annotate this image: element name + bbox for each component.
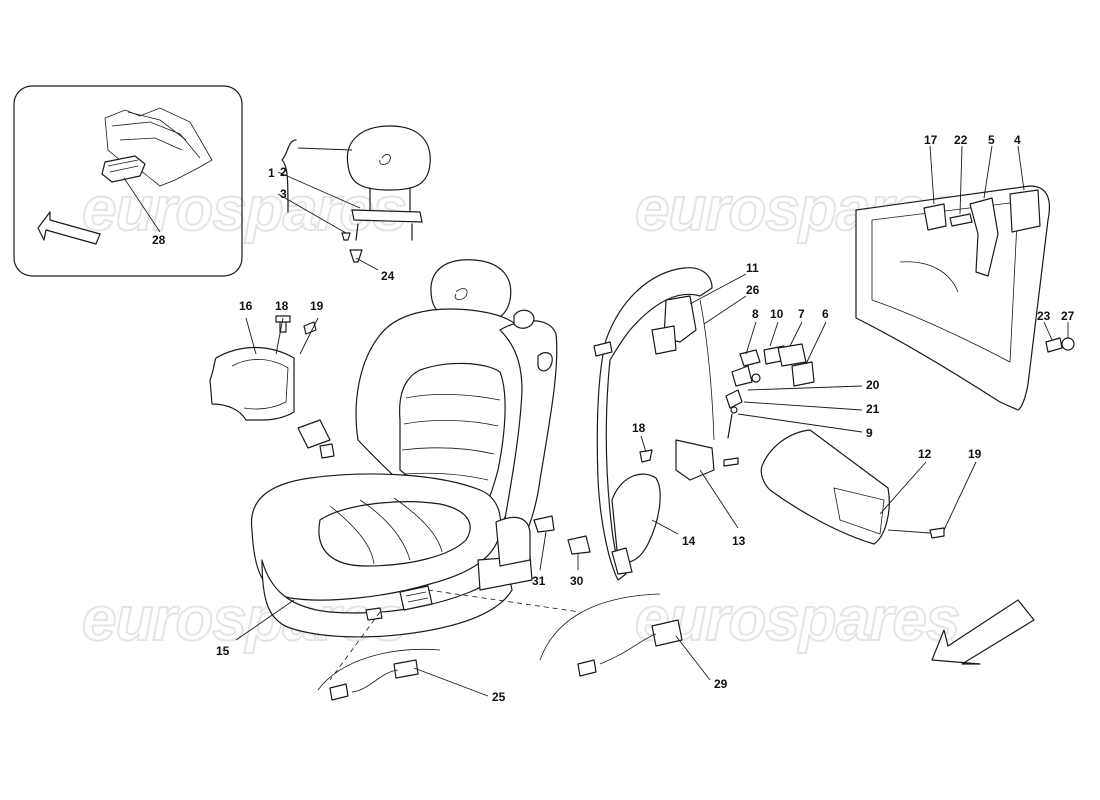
callout-28: 28 bbox=[152, 233, 166, 247]
callout-13: 13 bbox=[732, 534, 746, 548]
inset-panel: 28 bbox=[13, 85, 243, 277]
callout-14: 14 bbox=[682, 534, 696, 548]
callout-1: 1 bbox=[268, 166, 275, 180]
seat-assembly: 15 bbox=[216, 259, 581, 681]
callout-6: 6 bbox=[822, 307, 829, 321]
callout-7: 7 bbox=[798, 307, 805, 321]
callout-11: 11 bbox=[746, 261, 759, 275]
callout-20: 20 bbox=[866, 378, 880, 392]
callout-21: 21 bbox=[866, 402, 880, 416]
seatbelt-assembly: 11 26 8 10 7 6 20 21 9 13 14 18 bbox=[593, 261, 880, 581]
callout-29: 29 bbox=[714, 677, 728, 691]
callout-19a: 19 bbox=[310, 299, 324, 313]
callout-31: 31 bbox=[532, 574, 546, 588]
callout-24: 24 bbox=[381, 269, 395, 283]
brackets-group: 31 30 bbox=[532, 515, 591, 588]
direction-arrow-inset bbox=[37, 211, 101, 245]
callout-18a: 18 bbox=[275, 299, 289, 313]
callout-17: 17 bbox=[924, 133, 938, 147]
rear-panel-group: 17 22 5 4 23 27 bbox=[855, 133, 1075, 411]
storage-pocket-group: 12 19 bbox=[760, 429, 982, 545]
callout-8: 8 bbox=[752, 307, 759, 321]
switch-harness-group: 25 29 bbox=[317, 593, 728, 704]
callout-15: 15 bbox=[216, 644, 230, 658]
watermark-bottom-right: eurospares bbox=[635, 585, 959, 654]
callout-2b: 2 bbox=[280, 165, 287, 179]
callout-18b: 18 bbox=[632, 421, 646, 435]
callout-26: 26 bbox=[746, 283, 760, 297]
callout-27: 27 bbox=[1061, 309, 1075, 323]
watermark-top-left: eurospares bbox=[82, 175, 406, 244]
callout-4: 4 bbox=[1014, 133, 1021, 147]
callout-12: 12 bbox=[918, 447, 932, 461]
callout-5: 5 bbox=[988, 133, 995, 147]
direction-arrow-bottom-right bbox=[931, 599, 1035, 665]
callout-16: 16 bbox=[239, 299, 253, 313]
callout-19b: 19 bbox=[968, 447, 982, 461]
callout-22: 22 bbox=[954, 133, 968, 147]
side-trim-group: 16 18 19 bbox=[209, 299, 335, 459]
callout-30: 30 bbox=[570, 574, 584, 588]
callout-9: 9 bbox=[866, 426, 873, 440]
callout-25: 25 bbox=[492, 690, 506, 704]
callout-3: 3 bbox=[280, 187, 287, 201]
callout-10: 10 bbox=[770, 307, 784, 321]
callout-23: 23 bbox=[1037, 309, 1051, 323]
headrest-assembly: 1 2 2 3 24 bbox=[268, 125, 431, 283]
